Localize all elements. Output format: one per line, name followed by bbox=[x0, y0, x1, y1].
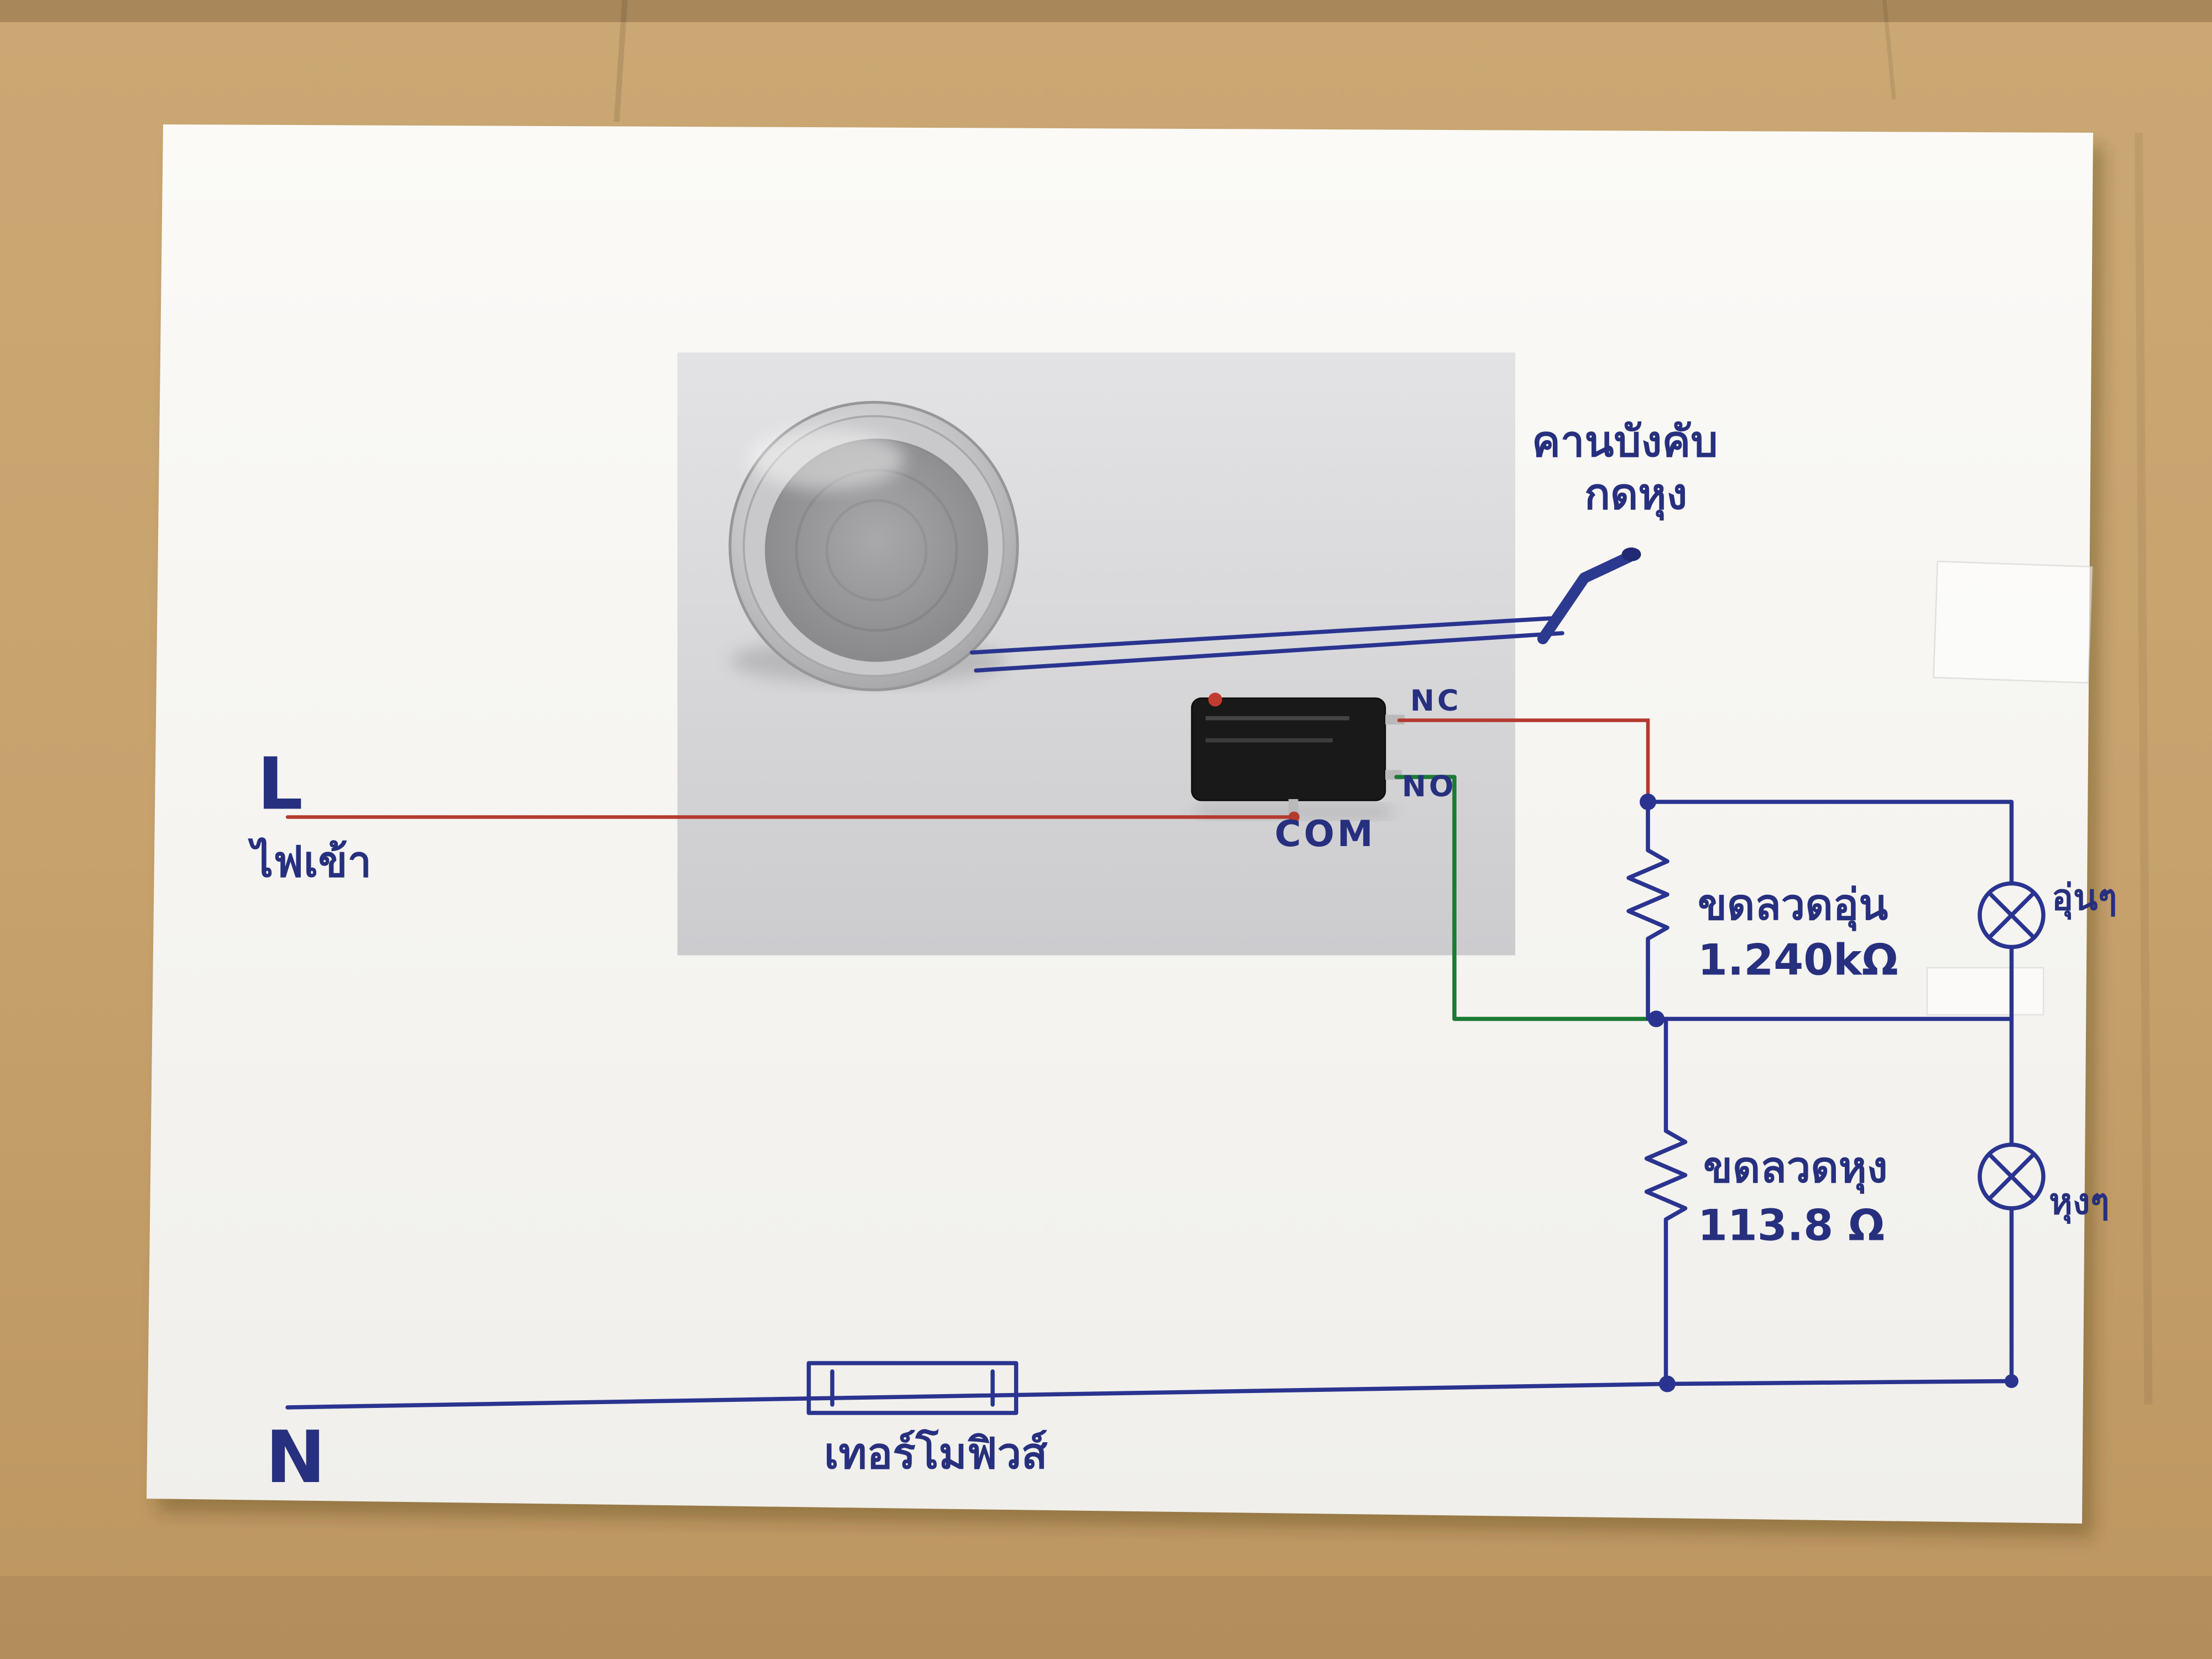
tape-strip bbox=[1926, 967, 2044, 1016]
handwritten-labels: L ไฟเข้า N คานบังคับ กดหุง NC NO COM ขดล… bbox=[248, 417, 2117, 1499]
label-line-n: N bbox=[265, 1415, 326, 1499]
junction-dot bbox=[1648, 1010, 1665, 1027]
label-switch-nc: NC bbox=[1410, 684, 1461, 718]
switch-button bbox=[1208, 692, 1222, 707]
label-switch-com: COM bbox=[1275, 813, 1376, 855]
lever-tip bbox=[1621, 547, 1641, 561]
junction-dot bbox=[1659, 1375, 1676, 1392]
cardboard-crease bbox=[2135, 132, 2153, 1405]
tape-strip bbox=[1933, 560, 2093, 684]
cook-lamp-symbol bbox=[1978, 1142, 2046, 1211]
label-warm-coil-value: 1.240kΩ bbox=[1698, 936, 1898, 985]
label-warm-coil-name: ขดลวดอุ่น bbox=[1698, 880, 1888, 932]
cardboard-shadow bbox=[0, 1576, 2212, 1659]
thermostat-disc bbox=[728, 401, 1019, 691]
lamp-symbols bbox=[1978, 881, 2046, 1211]
warm-coil-resistor bbox=[1626, 800, 1670, 1021]
label-line-l: L bbox=[257, 742, 303, 826]
label-cook-coil-name: ขดลวดหุง bbox=[1703, 1143, 1888, 1194]
label-thermal-fuse: เทอร์โมฟิวส์ bbox=[824, 1428, 1048, 1479]
linkage-wires bbox=[969, 547, 1641, 673]
cardboard-crease bbox=[614, 0, 628, 122]
wire-top-to-warm-lamp bbox=[1646, 800, 2014, 886]
warm-lamp-symbol bbox=[1978, 881, 2046, 950]
wire-no-branch bbox=[1394, 775, 1650, 1021]
label-switch-no: NO bbox=[1402, 770, 1457, 804]
component-photo bbox=[677, 352, 1515, 956]
cardboard-top-edge bbox=[0, 0, 2212, 22]
cook-coil-resistor bbox=[1644, 1016, 1688, 1386]
com-connection-dot bbox=[1288, 811, 1300, 823]
disc-highlight bbox=[749, 429, 904, 489]
linkage-wire-top bbox=[969, 615, 1559, 655]
label-power-in: ไฟเข้า bbox=[248, 837, 372, 887]
thermal-fuse-symbol bbox=[806, 1361, 1019, 1415]
cardboard-crease bbox=[1882, 0, 1896, 100]
wire-neutral-n bbox=[285, 1381, 1670, 1410]
label-cook-coil-value: 113.8 Ω bbox=[1698, 1201, 1885, 1251]
label-cook-lamp: หุงๆ bbox=[2049, 1181, 2110, 1224]
switch-body bbox=[1191, 697, 1386, 801]
junction-dot bbox=[1640, 794, 1656, 810]
linkage-wire-bottom bbox=[974, 631, 1564, 673]
label-warm-lamp: อุ่นๆ bbox=[2052, 877, 2117, 920]
switch-print bbox=[1206, 738, 1333, 743]
label-lever-line2: กดหุง bbox=[1584, 469, 1687, 521]
wire-nc-branch bbox=[1397, 718, 1650, 804]
label-lever-line1: คานบังคับ bbox=[1532, 417, 1718, 467]
resistor-symbols bbox=[1626, 800, 1688, 1386]
disc-detail-ring bbox=[825, 499, 928, 602]
microswitch bbox=[1191, 692, 1405, 820]
switch-print bbox=[1206, 716, 1349, 721]
junction-dot bbox=[2005, 1374, 2018, 1388]
press-lever bbox=[1537, 551, 1634, 644]
